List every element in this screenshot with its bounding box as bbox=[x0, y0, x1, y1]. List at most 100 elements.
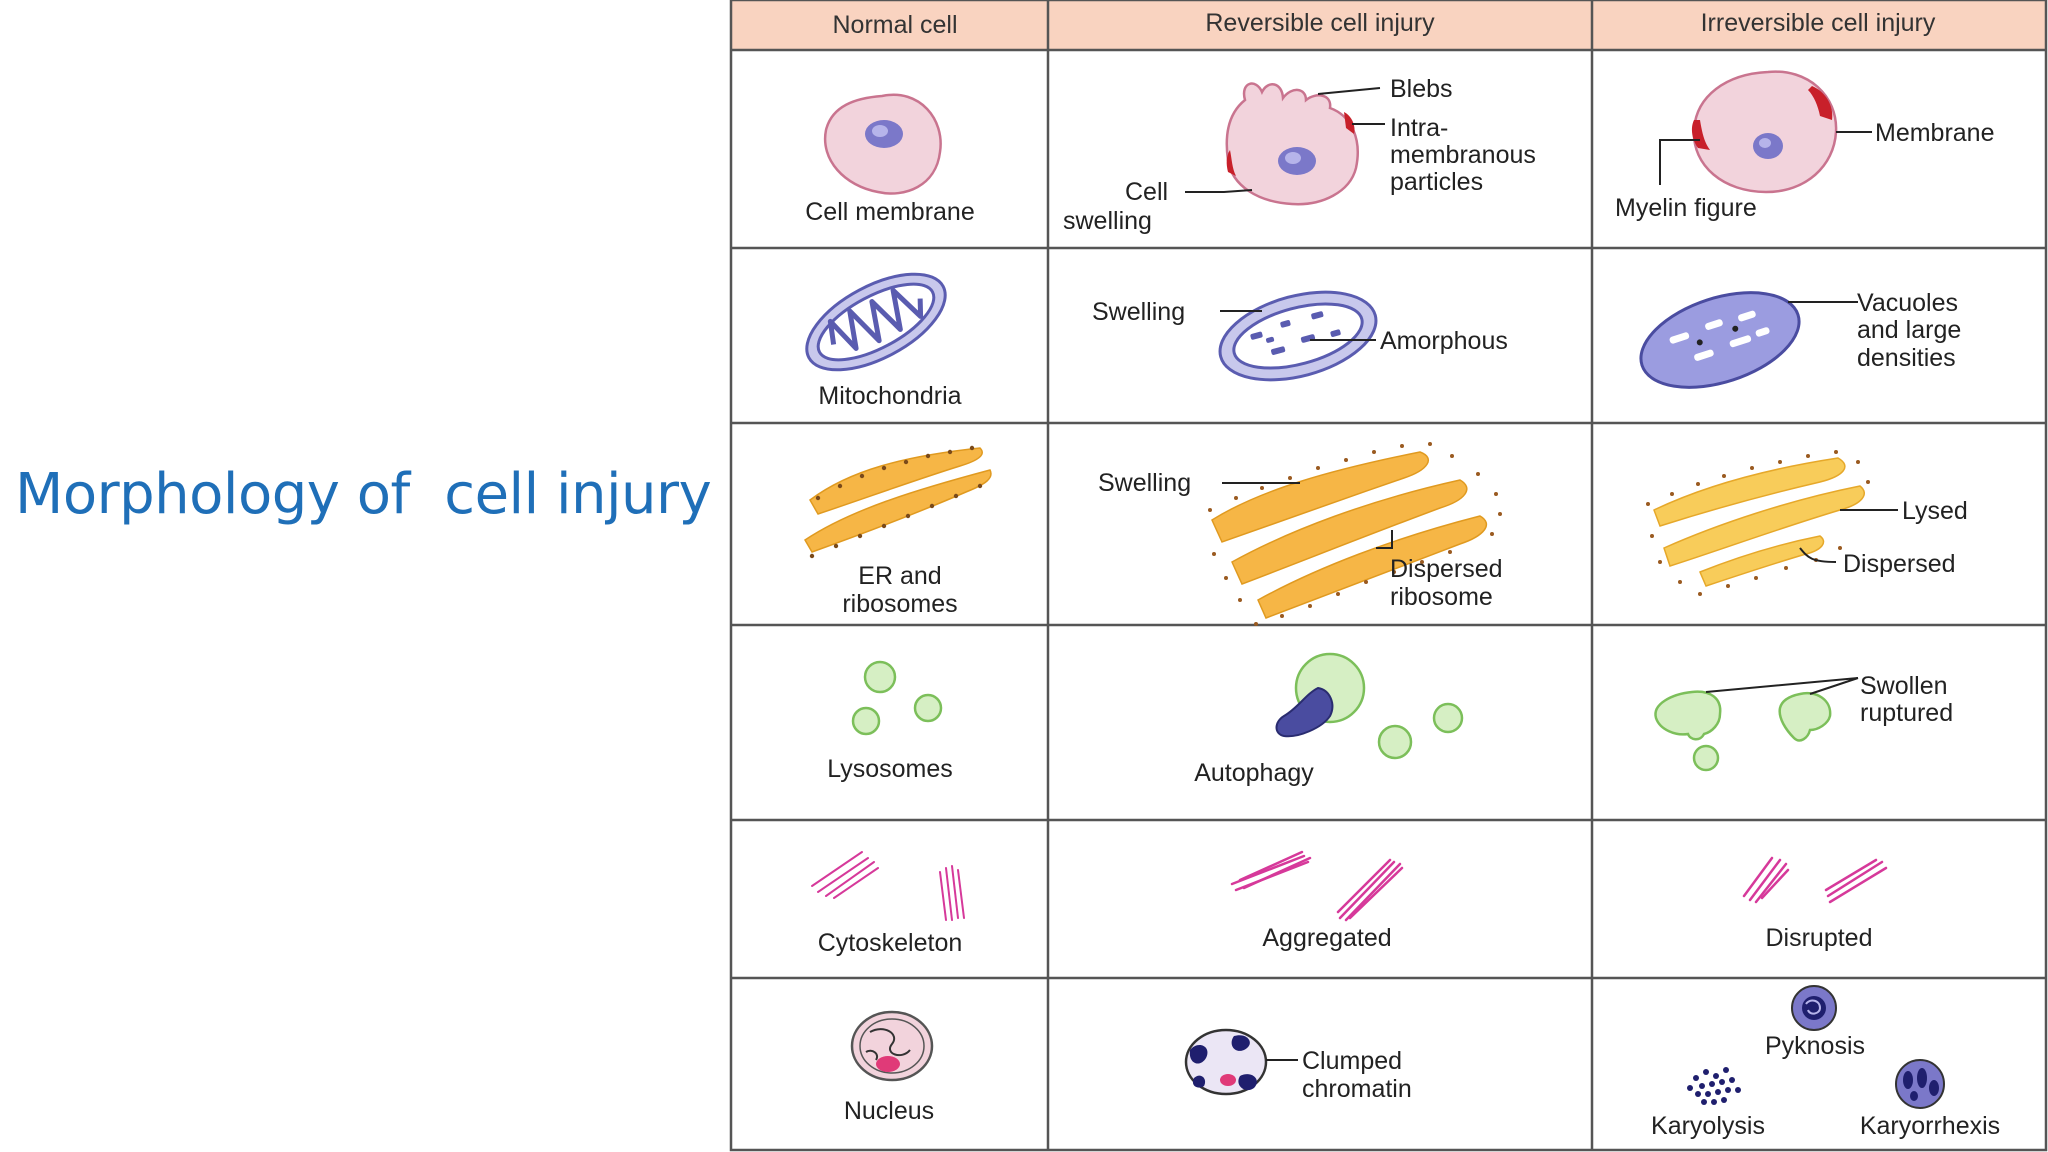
nucleus-highlight bbox=[1285, 152, 1301, 164]
ruptured-lysosome bbox=[1778, 691, 1832, 742]
label-lysed: Lysed bbox=[1902, 497, 1968, 525]
nucleolus bbox=[1220, 1074, 1236, 1086]
er-fragment bbox=[1699, 535, 1825, 587]
label-particles: particles bbox=[1390, 168, 1483, 196]
label-aggregated: Aggregated bbox=[1262, 924, 1391, 952]
label-ribosome: ribosome bbox=[1390, 583, 1493, 611]
engulfed-organelle bbox=[1275, 686, 1334, 738]
lysed-er-illustration bbox=[1646, 450, 1870, 596]
nuclear-fragments bbox=[1903, 1068, 1939, 1101]
er-cisterna bbox=[1231, 479, 1468, 585]
karyorrhexis-illustration bbox=[1895, 1059, 1945, 1109]
damaged-cell-illustration bbox=[1691, 70, 1838, 194]
filament-fragment bbox=[1742, 856, 1774, 898]
filament-fragment bbox=[1824, 858, 1878, 892]
filament-bundle bbox=[1242, 856, 1312, 890]
label-membrane: Membrane bbox=[1875, 119, 1995, 147]
label-chromatin: chromatin bbox=[1302, 1075, 1412, 1103]
normal-er-illustration bbox=[803, 445, 992, 559]
label-myelin-figure: Myelin figure bbox=[1615, 194, 1757, 222]
chromatin-clump bbox=[1238, 1074, 1257, 1091]
filament-bundle bbox=[1238, 850, 1304, 882]
label-cell: Cell bbox=[1125, 178, 1168, 206]
label-cell-membrane: Cell membrane bbox=[805, 198, 975, 226]
pyknosis-illustration bbox=[1791, 985, 1837, 1031]
filament bbox=[817, 857, 869, 893]
filament-fragment bbox=[1828, 866, 1888, 904]
label-swelling: Swelling bbox=[1092, 298, 1185, 326]
nucleus-highlight bbox=[1759, 138, 1771, 148]
slide-title: Morphology of cell injury bbox=[15, 462, 712, 527]
leader-cell-swelling bbox=[1185, 189, 1253, 193]
condensed-chromatin-swirl bbox=[1805, 999, 1822, 1015]
lysosome bbox=[1692, 744, 1720, 772]
filament bbox=[825, 861, 875, 897]
label-swelling: Swelling bbox=[1098, 469, 1191, 497]
label-and-large: and large bbox=[1857, 316, 1961, 344]
dispersed-ribosomes bbox=[1208, 442, 1502, 626]
label-membranous: membranous bbox=[1390, 141, 1536, 169]
er-cisterna bbox=[809, 447, 983, 515]
membrane-particle bbox=[1226, 150, 1236, 176]
filament bbox=[939, 871, 947, 921]
lysosome bbox=[1432, 702, 1464, 734]
label-clumped: Clumped bbox=[1302, 1047, 1402, 1075]
dispersed-ribosomes bbox=[1646, 450, 1870, 596]
clumped-chromatin-illustration bbox=[1184, 1028, 1268, 1096]
label-er-and: ER and bbox=[858, 562, 941, 590]
swollen-lysosomes-illustration bbox=[1654, 690, 1832, 772]
filament bbox=[811, 851, 863, 887]
cell-body bbox=[1692, 70, 1838, 194]
chromatin bbox=[865, 1028, 911, 1061]
label-vacuoles: Vacuoles bbox=[1857, 289, 1958, 317]
filament-bundle bbox=[1348, 866, 1404, 920]
normal-cell-illustration bbox=[823, 93, 942, 195]
normal-mitochondrion-illustration bbox=[805, 272, 947, 372]
label-pyknosis: Pyknosis bbox=[1765, 1032, 1865, 1060]
filament bbox=[945, 867, 953, 921]
normal-cytoskeleton-illustration bbox=[811, 851, 965, 921]
label-densities: densities bbox=[1857, 344, 1956, 372]
er-fragment bbox=[1663, 485, 1865, 567]
filament-fragment bbox=[1754, 862, 1788, 904]
myelin-figure bbox=[1691, 120, 1710, 150]
swollen-mitochondrion-illustration bbox=[1218, 290, 1378, 382]
label-disrupted: Disrupted bbox=[1766, 924, 1873, 952]
header-row-bg bbox=[731, 0, 2046, 50]
swollen-cell-illustration bbox=[1225, 82, 1359, 206]
nucleolus bbox=[876, 1056, 900, 1072]
filament-fragment bbox=[1748, 858, 1782, 902]
nucleus-highlight bbox=[872, 125, 888, 137]
header-normal-cell: Normal cell bbox=[832, 11, 957, 39]
label-karyolysis: Karyolysis bbox=[1651, 1112, 1765, 1140]
filament bbox=[957, 869, 965, 919]
membrane-damage bbox=[1808, 86, 1833, 120]
damaged-mitochondrion-illustration bbox=[1639, 291, 1801, 389]
membrane-particle bbox=[1344, 112, 1355, 134]
vacuoles bbox=[1669, 310, 1770, 361]
leader-dispersed bbox=[1799, 547, 1837, 563]
label-dispersed: Dispersed bbox=[1390, 555, 1503, 583]
lysosome bbox=[863, 660, 897, 694]
mitochondrion-outer bbox=[1639, 291, 1801, 389]
er-cisterna bbox=[803, 469, 992, 553]
karyolysis-illustration bbox=[1687, 1067, 1741, 1105]
disrupted-cytoskeleton-illustration bbox=[1742, 856, 1888, 904]
label-nucleus: Nucleus bbox=[844, 1097, 934, 1125]
chromatin-clump bbox=[1189, 1044, 1208, 1064]
label-swollen: Swollen bbox=[1860, 672, 1948, 700]
lysosome bbox=[851, 706, 881, 736]
label-karyorrhexis: Karyorrhexis bbox=[1860, 1112, 2000, 1140]
label-ruptured: ruptured bbox=[1860, 699, 1953, 727]
label-autophagy: Autophagy bbox=[1194, 759, 1314, 787]
label-amorphous: Amorphous bbox=[1380, 327, 1508, 355]
nuclear-envelope bbox=[850, 1010, 934, 1082]
filament-bundle bbox=[1338, 860, 1396, 920]
cell-body-with-blebs bbox=[1225, 82, 1359, 206]
lysosome bbox=[1377, 724, 1413, 760]
table-frame bbox=[729, 0, 2048, 1152]
normal-nucleus-illustration bbox=[850, 1010, 934, 1082]
cell-injury-diagram: Normal cell Reversible cell injury Irrev… bbox=[729, 0, 2048, 1152]
leader-dispersed-ribosome bbox=[1376, 530, 1393, 549]
table-border bbox=[729, 0, 2048, 1152]
